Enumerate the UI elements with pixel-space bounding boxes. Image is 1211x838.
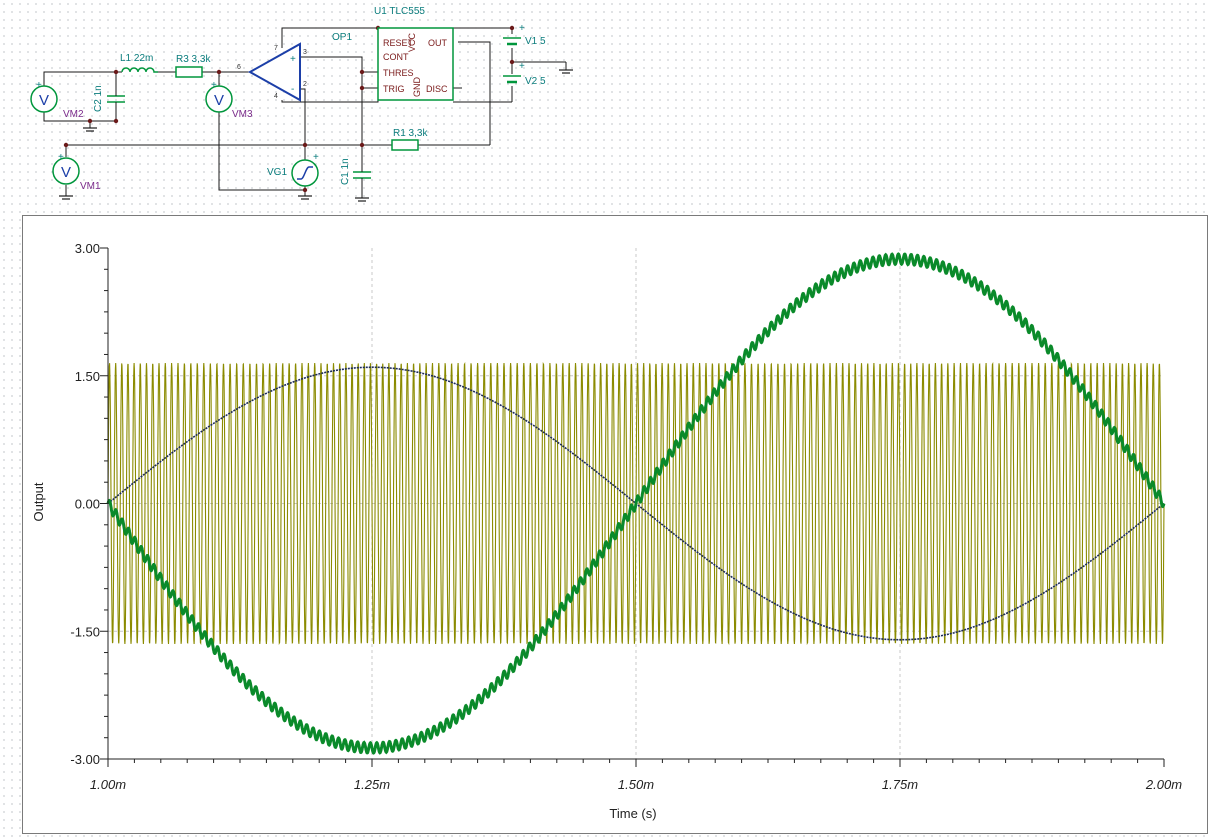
pin-thres: THRES <box>383 68 414 78</box>
schematic-diagram: V + VM2 V + VM3 V + VM1 C2 1n L1 22m R3 … <box>30 6 573 202</box>
l1-label: L1 22m <box>120 53 153 64</box>
inductor-l1[interactable]: L1 22m <box>120 53 158 73</box>
capacitor-c2[interactable]: C2 1n <box>93 85 125 112</box>
chart-traces <box>106 252 1166 755</box>
r3-label: R3 3,3k <box>176 54 211 65</box>
plus-sign: + <box>313 152 319 163</box>
pin-reset: RESET <box>383 38 414 48</box>
y-tick-label: 0.00 <box>75 497 100 512</box>
y-tick-label: 3.00 <box>75 241 100 256</box>
capacitor-c1[interactable]: C1 1n <box>340 158 371 185</box>
op1-label: OP1 <box>332 32 352 43</box>
timer-u1[interactable]: U1 TLC555 RESET VCC OUT CONT THRES TRIG … <box>374 6 454 101</box>
plus-sign: + <box>519 23 525 34</box>
chart-tick-labels: 1.00m 1.25m 1.50m 1.75m 2.00m 3.00 1.50 0.00 -1.… <box>70 241 1182 792</box>
signal-generator-vg1[interactable]: + VG1 <box>267 152 319 187</box>
vm2-label: VM2 <box>63 109 84 120</box>
junction-dots <box>63 25 515 193</box>
chart-axes <box>100 247 1165 767</box>
resistor-r3[interactable]: R3 3,3k <box>175 54 211 78</box>
c2-label: C2 1n <box>93 85 104 112</box>
plus-sign: + <box>211 80 217 91</box>
y-tick-label: -1.50 <box>70 624 100 639</box>
v2-label: V2 5 <box>525 76 546 87</box>
vm1-label: VM1 <box>80 181 101 192</box>
x-tick-label: 1.50m <box>618 777 654 792</box>
v1-label: V1 5 <box>525 36 546 47</box>
pin-trig: TRIG <box>383 84 405 94</box>
y-axis-title: Output <box>31 482 46 521</box>
c1-label: C1 1n <box>340 158 351 185</box>
opamp-op1[interactable]: OP1 6 3 2 7 4 + - <box>237 32 352 102</box>
voltmeter-symbol: V <box>214 92 224 109</box>
pin-gnd: GND <box>412 77 422 98</box>
x-tick-label: 1.25m <box>354 777 390 792</box>
x-axis-title: Time (s) <box>609 806 656 821</box>
pin-disc: DISC <box>426 84 448 94</box>
u1-label: U1 TLC555 <box>374 6 425 17</box>
pin-out: OUT <box>428 38 448 48</box>
x-tick-label: 1.00m <box>90 777 126 792</box>
voltmeter-vm1[interactable]: V + VM1 <box>52 152 101 192</box>
x-tick-label: 1.75m <box>882 777 918 792</box>
waveform-chart-panel: 1.00m 1.25m 1.50m 1.75m 2.00m 3.00 1.50 0.00 -1.… <box>22 215 1208 834</box>
y-tick-label: 1.50 <box>75 369 100 384</box>
pin-number: 6 <box>237 64 241 71</box>
waveform-chart: 1.00m 1.25m 1.50m 1.75m 2.00m 3.00 1.50 0.00 -1.… <box>31 241 1182 821</box>
trace-sine-green <box>106 252 1166 755</box>
pin-vcc: VCC <box>407 32 417 52</box>
battery-v1[interactable]: + V1 5 <box>503 23 546 47</box>
plus-sign: + <box>58 152 64 163</box>
voltmeter-vm3[interactable]: V + VM3 <box>205 80 253 120</box>
y-tick-label: -3.00 <box>70 752 100 767</box>
plus-sign: + <box>36 80 42 91</box>
vg1-label: VG1 <box>267 167 287 178</box>
resistor-r1[interactable]: R1 3,3k <box>391 128 428 151</box>
pin-number: 7 <box>274 45 278 52</box>
vm3-label: VM3 <box>232 109 253 120</box>
voltmeter-vm2[interactable]: V + VM2 <box>30 80 84 120</box>
plus-sign: + <box>519 61 525 72</box>
x-tick-label: 2.00m <box>1145 777 1182 792</box>
plus-sign: + <box>290 54 296 65</box>
pin-number: 3 <box>303 49 307 56</box>
pin-cont: CONT <box>383 52 409 62</box>
r1-label: R1 3,3k <box>393 128 428 139</box>
battery-v2[interactable]: + V2 5 <box>503 61 546 87</box>
pin-number: 4 <box>274 93 278 100</box>
voltmeter-symbol: V <box>61 164 71 181</box>
ground-symbols <box>59 69 573 202</box>
pin-number: 2 <box>303 81 307 88</box>
minus-sign: - <box>291 84 294 95</box>
voltmeter-symbol: V <box>39 92 49 109</box>
